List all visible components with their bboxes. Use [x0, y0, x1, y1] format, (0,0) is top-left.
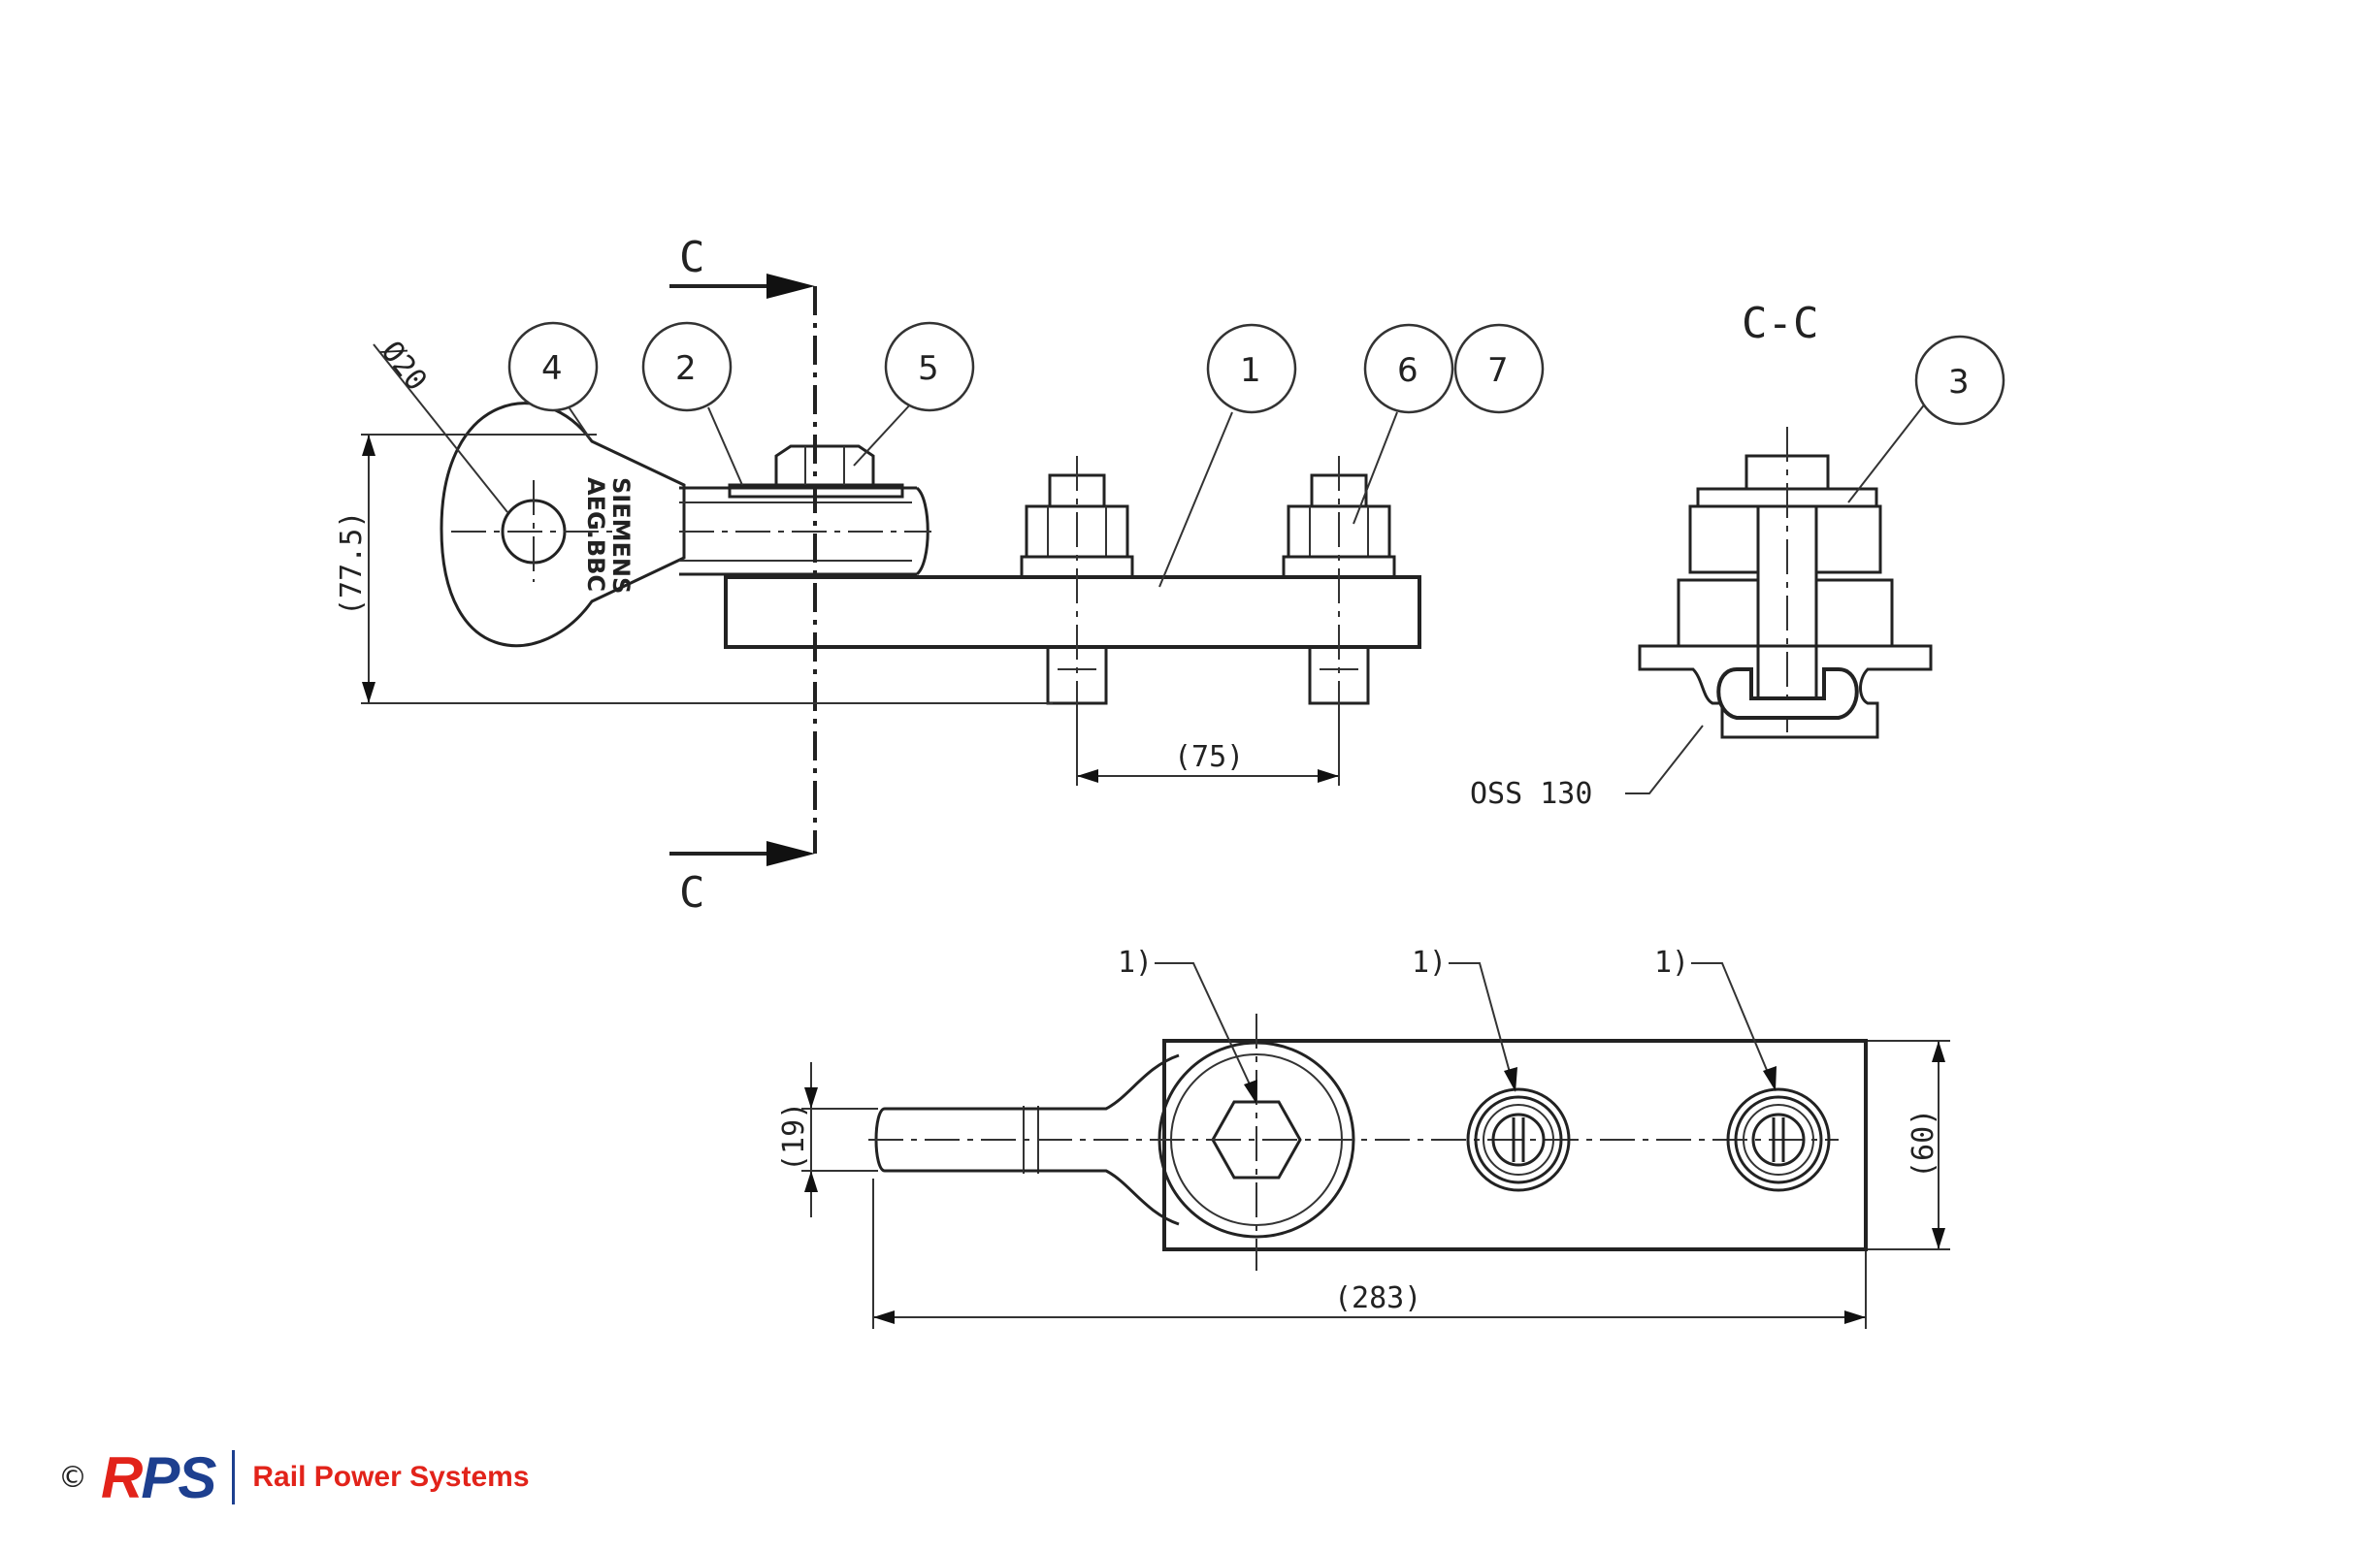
callout-1 — [1206, 323, 1297, 414]
note-marker-stud-right: 1) — [1654, 946, 1689, 980]
note-marker-stud-middle: 1) — [1412, 946, 1447, 980]
bolt-right — [1282, 456, 1396, 718]
overall-length-dimension: (283) — [1334, 1281, 1421, 1315]
bolt-left — [1020, 456, 1134, 718]
callout-4 — [507, 321, 599, 412]
plan-base-plate — [1162, 1039, 1868, 1251]
logo-divider — [232, 1450, 236, 1504]
logo-r: R — [101, 1444, 143, 1510]
logo-ps: PS — [141, 1444, 216, 1510]
note-marker-lug: 1) — [1118, 946, 1153, 980]
plan-view: 1) 1) 1) (19) (60) (283) — [777, 946, 1950, 1329]
callout-2 — [641, 321, 733, 412]
section-marker-top: C — [679, 233, 705, 282]
svg-text:5: 5 — [918, 349, 939, 388]
callout-3 — [1914, 335, 2005, 426]
svg-text:6: 6 — [1397, 351, 1418, 390]
clamp-plate — [724, 575, 1421, 649]
svg-text:4: 4 — [541, 349, 563, 388]
svg-text:1: 1 — [1240, 351, 1261, 390]
svg-text:3: 3 — [1948, 363, 1970, 402]
rail-profile-label: OSS 130 — [1470, 777, 1592, 811]
callout-5 — [884, 321, 975, 412]
footer: © RPS Rail Power Systems — [58, 1443, 530, 1511]
rail-head — [1638, 644, 1933, 739]
company-name: Rail Power Systems — [252, 1461, 530, 1493]
plan-stud-middle — [1466, 1087, 1571, 1192]
copyright-symbol: © — [58, 1460, 87, 1495]
plan-stud-right — [1726, 1087, 1831, 1192]
width-dimension: (19) — [777, 1102, 811, 1172]
callout-7 — [1453, 323, 1545, 414]
callouts: 4 2 5 1 6 7 3 — [507, 321, 2005, 588]
section-view-label: C-C — [1742, 299, 1818, 348]
section-view: C-C OSS 130 — [1470, 299, 1933, 811]
plan-hex-nut — [1211, 1100, 1302, 1180]
lug-stamp-aeg: AEG.BBC — [582, 477, 609, 592]
svg-text:7: 7 — [1487, 351, 1509, 390]
plate-width-dimension: (60) — [1907, 1109, 1940, 1179]
height-dimension: (77.5) — [335, 511, 369, 616]
callout-6 — [1363, 323, 1454, 414]
diameter-dimension: Ø20 — [375, 335, 434, 397]
lug-stamp-siemens: SIEMENS — [607, 477, 635, 594]
rps-logo: RPS — [101, 1444, 216, 1511]
section-marker-bottom: C — [679, 868, 705, 918]
svg-text:2: 2 — [675, 349, 697, 388]
lug-nut — [774, 444, 875, 485]
spacing-dimension: (75) — [1174, 740, 1244, 774]
